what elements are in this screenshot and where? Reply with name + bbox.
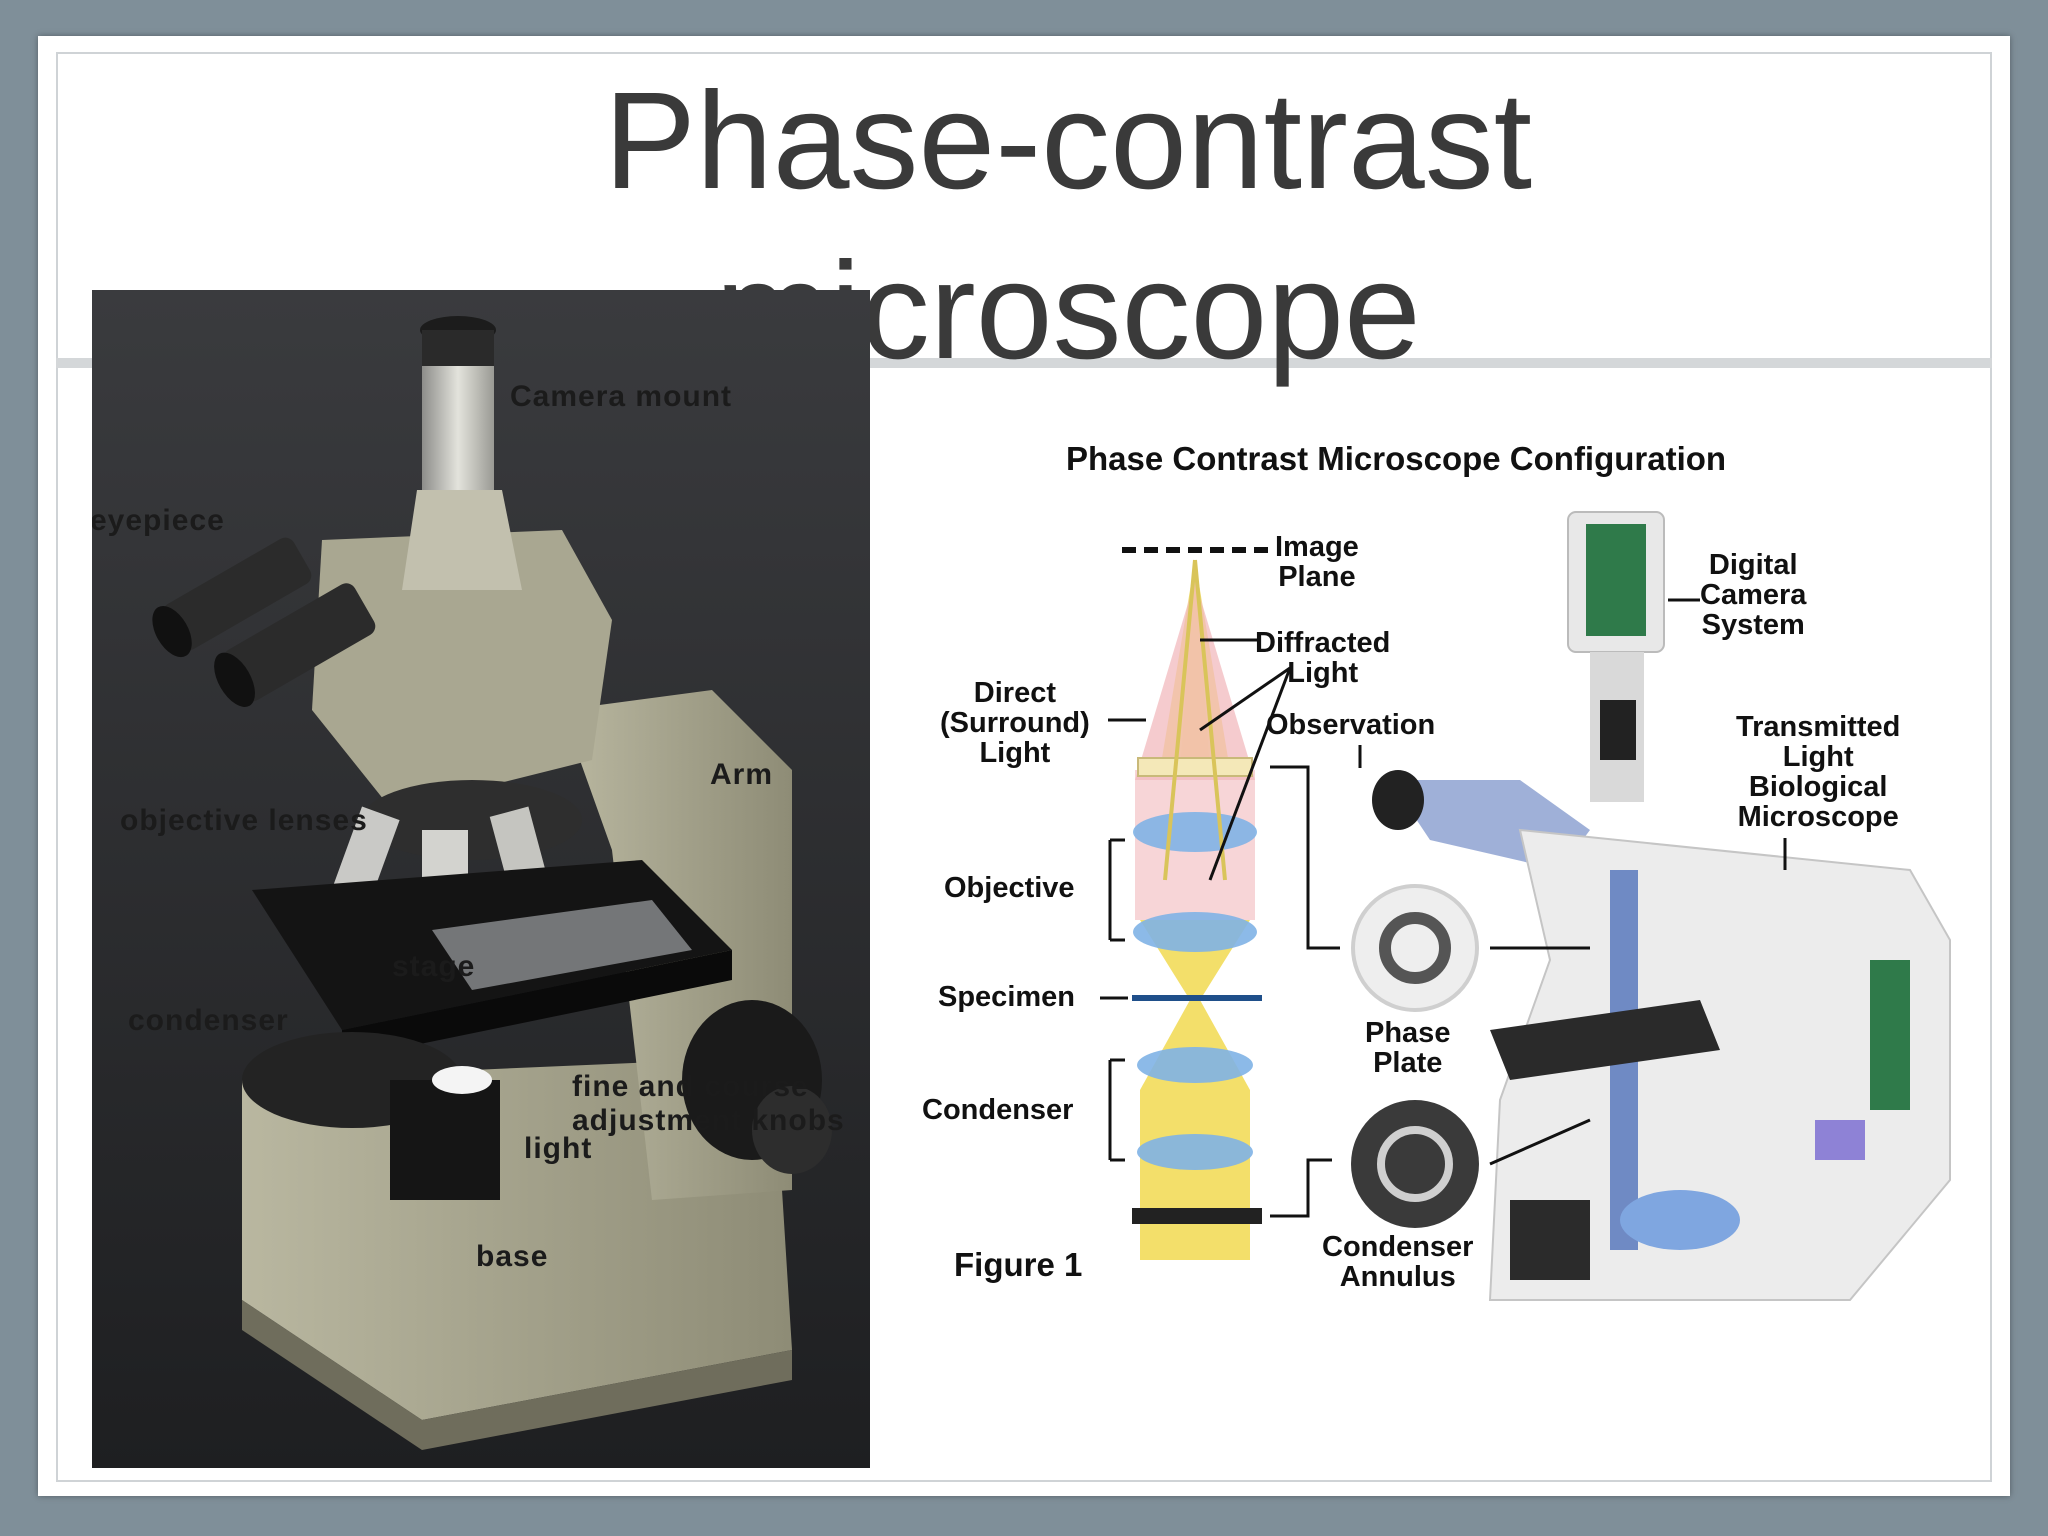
objective-lens-upper	[1133, 812, 1257, 852]
label-transmitted-light-microscope: Transmitted Light Biological Microscope	[1736, 712, 1900, 832]
label-condenser-annulus: Condenser Annulus	[1322, 1232, 1473, 1292]
fine-focus-knob	[752, 1086, 832, 1174]
phase-plate-disk	[1351, 884, 1479, 1012]
condenser-lens-upper	[1137, 1047, 1253, 1083]
base-edge	[242, 1300, 792, 1450]
label-direct-light: Direct (Surround) Light	[940, 678, 1090, 768]
label-image-plane: Image Plane	[1275, 532, 1359, 592]
direct-line-3: Light	[979, 737, 1051, 769]
diagram-drawing	[1100, 511, 1951, 1301]
leader-annulus-to-scope	[1489, 1118, 1591, 1166]
leader-diffracted-3	[1208, 667, 1292, 881]
label-objective-lenses: objective lenses	[120, 804, 368, 837]
configuration-diagram: Phase Contrast Microscope Configuration …	[870, 400, 1972, 1350]
label-knobs-line-2: adjustment knobs	[572, 1104, 845, 1137]
label-condenser: Condenser	[922, 1094, 1074, 1126]
phase-plate-line-2: Plate	[1373, 1047, 1443, 1079]
diffracted-ray-right	[1193, 559, 1227, 881]
eyepieces	[152, 537, 376, 707]
phase-plate-line-1: Phase	[1365, 1017, 1451, 1049]
microscope-head	[312, 530, 612, 810]
camera-line-2: Camera	[1700, 579, 1807, 611]
label-phase-plate: Phase Plate	[1365, 1018, 1450, 1078]
illustration-stage	[1490, 1000, 1720, 1080]
condenser-annulus-disk	[1351, 1100, 1479, 1228]
title-line-1: Phase-contrast	[603, 64, 1533, 218]
leader-annulus	[1270, 1158, 1332, 1218]
diagram-title: Phase Contrast Microscope Configuration	[1066, 440, 1727, 477]
label-condenser: condenser	[128, 1004, 289, 1037]
bracket-condenser	[1108, 1058, 1125, 1162]
camera-line-3: System	[1701, 609, 1805, 641]
label-objective: Objective	[944, 872, 1075, 904]
direct-line-2: (Surround)	[940, 707, 1090, 739]
transmitted-line-3: Biological	[1748, 771, 1888, 803]
label-camera-mount: Camera mount	[510, 380, 733, 413]
microscope-photo: Camera mount eyepiece Arm objective lens…	[92, 290, 870, 1468]
condenser-annulus-ring	[1377, 1126, 1453, 1202]
frame-left-line	[56, 52, 58, 1482]
bracket-objective-ends	[1110, 838, 1125, 942]
direct-line-1: Direct	[973, 677, 1056, 709]
diffracted-ray-left	[1163, 559, 1197, 881]
condenser-lens-lower	[1137, 1134, 1253, 1170]
label-base: base	[476, 1240, 549, 1273]
diffracted-line-2: Light	[1287, 657, 1359, 689]
label-light: light	[524, 1132, 593, 1165]
transmitted-line-4: Microscope	[1737, 801, 1899, 833]
light-housing	[390, 1080, 500, 1200]
slide-holder	[432, 900, 692, 990]
transmitted-line-2: Light	[1782, 741, 1854, 773]
leader-phase-plate	[1270, 765, 1340, 950]
leader-diffracted-2	[1199, 666, 1291, 732]
figure-caption: Figure 1	[954, 1246, 1083, 1283]
beam-source	[1140, 1220, 1250, 1260]
label-arm: Arm	[710, 758, 774, 791]
light-source	[432, 1066, 492, 1094]
frame-bottom-line	[56, 1480, 1992, 1482]
frame-right-line	[1990, 52, 1992, 1482]
annulus-bar	[1132, 1208, 1262, 1224]
camera-tube-base	[402, 490, 522, 590]
camera-line-1: Digital	[1708, 549, 1798, 581]
camera-tube-cap	[422, 330, 494, 366]
label-digital-camera-system: Digital Camera System	[1700, 550, 1806, 640]
objective-lens-lower	[1133, 912, 1257, 952]
biological-microscope-illustration	[1372, 511, 1951, 1301]
annulus-line-2: Annulus	[1339, 1261, 1456, 1293]
diffracted-line-1: Diffracted	[1255, 627, 1391, 659]
label-knobs-line-1: fine and course	[572, 1070, 809, 1103]
phase-plate-ring	[1379, 912, 1451, 984]
title-divider	[56, 358, 1992, 368]
label-observation: Observation	[1266, 709, 1436, 741]
label-diffracted-light: Diffracted Light	[1255, 628, 1390, 688]
transmitted-line-1: Transmitted	[1736, 711, 1901, 743]
label-specimen: Specimen	[938, 981, 1075, 1013]
annulus-line-1: Condenser	[1322, 1231, 1474, 1263]
image-plane-line-1: Image	[1275, 531, 1359, 563]
phase-plate-bar	[1137, 757, 1253, 777]
microscope-photo-drawing	[92, 290, 870, 1468]
image-plane-line-2: Plane	[1278, 561, 1356, 593]
diffracted-beam	[1135, 580, 1255, 780]
stage-edge	[342, 950, 732, 1060]
label-eyepiece: eyepiece	[92, 504, 225, 537]
label-stage: stage	[392, 950, 476, 983]
frame-top-line	[56, 52, 1992, 54]
